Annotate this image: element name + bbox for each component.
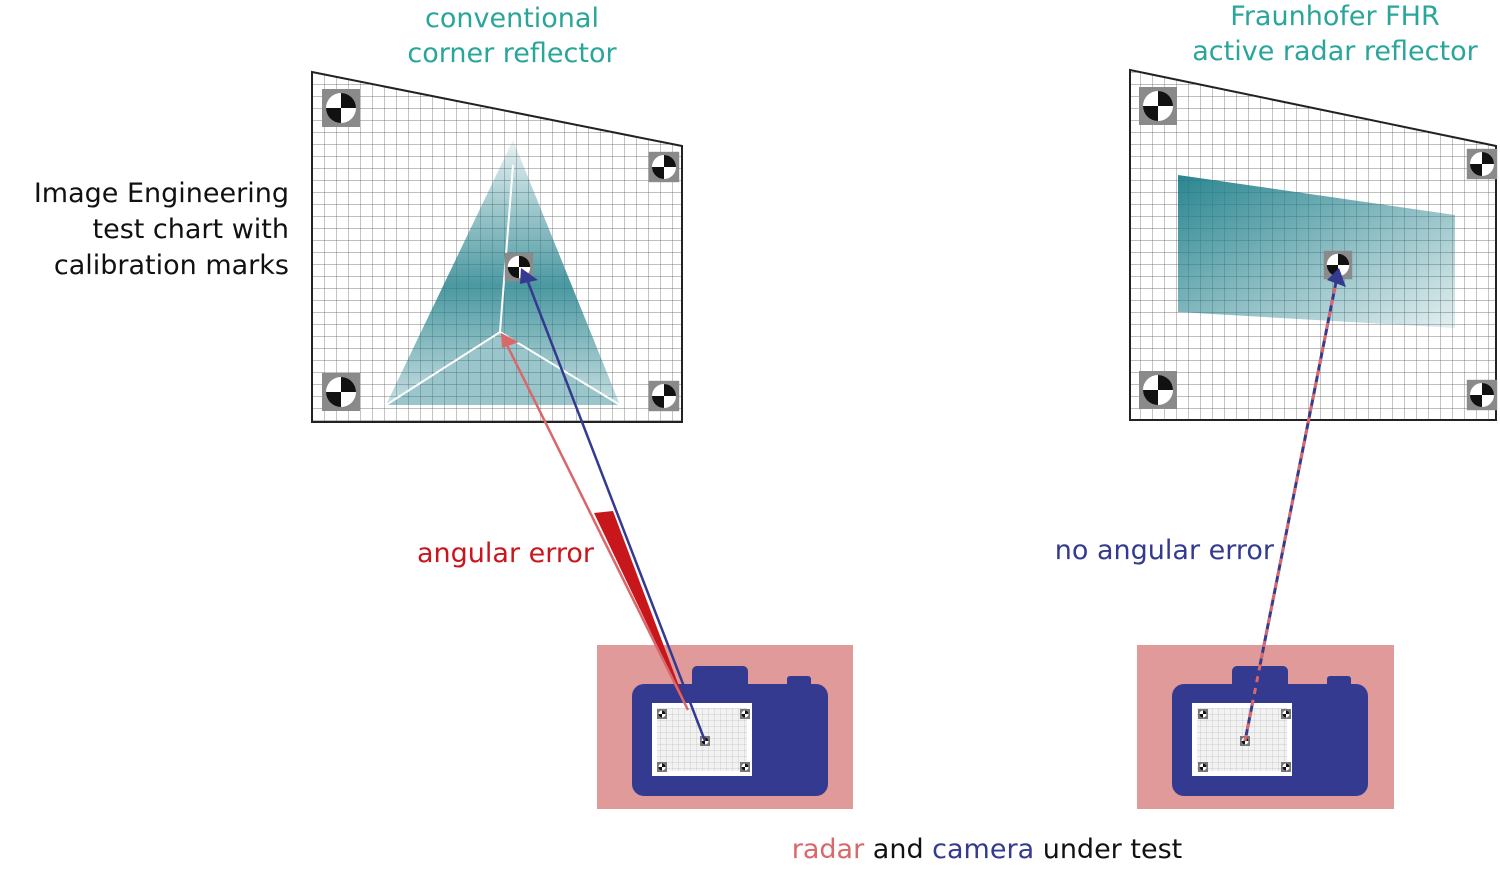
arrowhead xyxy=(1327,268,1346,287)
active-radar-reflector xyxy=(1178,175,1455,328)
caption-radar: radar xyxy=(792,834,865,865)
left-test-chart xyxy=(311,70,683,423)
camera-icon xyxy=(632,666,828,796)
right-title-line2: active radar reflector xyxy=(1192,36,1478,67)
radar-arrow-line xyxy=(1243,281,1338,742)
chart-label-line2: test chart with xyxy=(93,214,290,245)
right-arrow xyxy=(1243,268,1346,742)
right-title-line1: Fraunhofer FHR xyxy=(1230,1,1439,32)
calibration-mark-top-right xyxy=(648,151,680,183)
radar-arrow-line xyxy=(505,344,690,711)
calibration-mark-top-right xyxy=(1466,148,1498,180)
left-title-line2: corner reflector xyxy=(407,38,617,69)
left-arrows xyxy=(501,268,707,742)
calibration-mark-top-left xyxy=(1139,87,1177,125)
calibration-mark-bottom-left xyxy=(322,373,360,411)
no-angular-error-label: no angular error xyxy=(1055,535,1275,566)
caption-and: and xyxy=(864,834,932,865)
calibration-mark-bottom-right xyxy=(1466,379,1498,411)
corner-reflector xyxy=(385,140,621,406)
calibration-mark-bottom-right xyxy=(648,380,680,412)
chart-label-line3: calibration marks xyxy=(54,250,289,281)
left-title-line1: conventional xyxy=(425,3,599,34)
camera-icon xyxy=(1172,666,1368,796)
caption-under-test: under test xyxy=(1034,834,1182,865)
caption: radar and camera under test xyxy=(792,834,1182,865)
chart-label-line1: Image Engineering xyxy=(34,178,289,209)
calibration-mark-bottom-left xyxy=(1139,371,1177,409)
angular-error-label: angular error xyxy=(417,538,595,569)
right-device-under-test xyxy=(1137,645,1394,809)
camera-arrow-line xyxy=(526,281,707,742)
left-device-under-test xyxy=(597,645,853,809)
right-test-chart xyxy=(1129,68,1498,421)
camera-arrowhead xyxy=(520,268,538,284)
radar-arrowhead xyxy=(501,333,519,348)
caption-camera: camera xyxy=(932,834,1034,865)
calibration-mark-top-left xyxy=(322,89,360,127)
